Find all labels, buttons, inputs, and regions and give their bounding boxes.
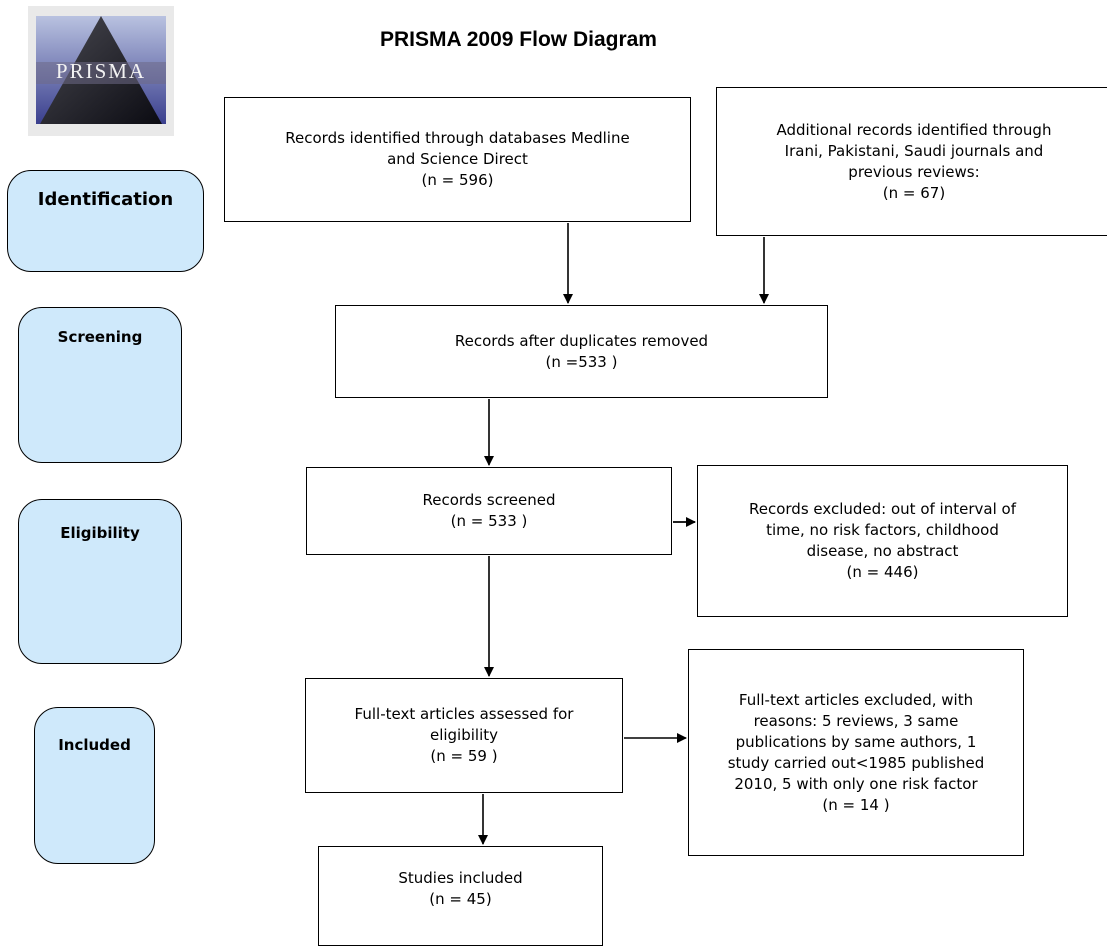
box-after-duplicates-text: Records after duplicates removed (n =533…: [454, 331, 709, 371]
box-after-duplicates: Records after duplicates removed (n =533…: [335, 305, 828, 398]
box-records-excluded: Records excluded: out of interval of tim…: [697, 465, 1068, 617]
box-records-databases-text: Records identified through databases Med…: [285, 129, 630, 189]
stage-screening: Screening: [18, 307, 182, 463]
box-additional-records: Additional records identified through Ir…: [716, 87, 1107, 236]
box-full-text-excluded-text: Full-text articles excluded, with reason…: [727, 690, 985, 814]
box-studies-included-text: Studies included (n = 45): [398, 869, 523, 908]
logo-text: PRISMA: [55, 59, 147, 83]
box-studies-included: Studies included (n = 45): [318, 846, 603, 946]
box-full-text-assessed-text: Full-text articles assessed for eligibil…: [354, 705, 574, 765]
stage-screening-label: Screening: [57, 328, 143, 346]
stage-eligibility: Eligibility: [18, 499, 182, 664]
stage-identification-label: Identification: [37, 189, 174, 210]
stage-included: Included: [34, 707, 155, 864]
box-records-databases: Records identified through databases Med…: [224, 97, 691, 222]
box-additional-records-text: Additional records identified through Ir…: [776, 120, 1052, 202]
logo-graphic: [36, 16, 166, 124]
prisma-logo: PRISMA: [28, 6, 174, 136]
box-records-screened-text: Records screened (n = 533 ): [422, 491, 556, 530]
stage-identification: Identification: [7, 170, 204, 272]
page-title: PRISMA 2009 Flow Diagram: [380, 28, 657, 51]
box-records-screened: Records screened (n = 533 ): [306, 467, 672, 555]
box-records-excluded-text: Records excluded: out of interval of tim…: [749, 500, 1016, 581]
stage-included-label: Included: [58, 736, 131, 754]
box-full-text-excluded: Full-text articles excluded, with reason…: [688, 649, 1024, 856]
box-full-text-assessed: Full-text articles assessed for eligibil…: [305, 678, 623, 793]
stage-eligibility-label: Eligibility: [60, 524, 140, 542]
